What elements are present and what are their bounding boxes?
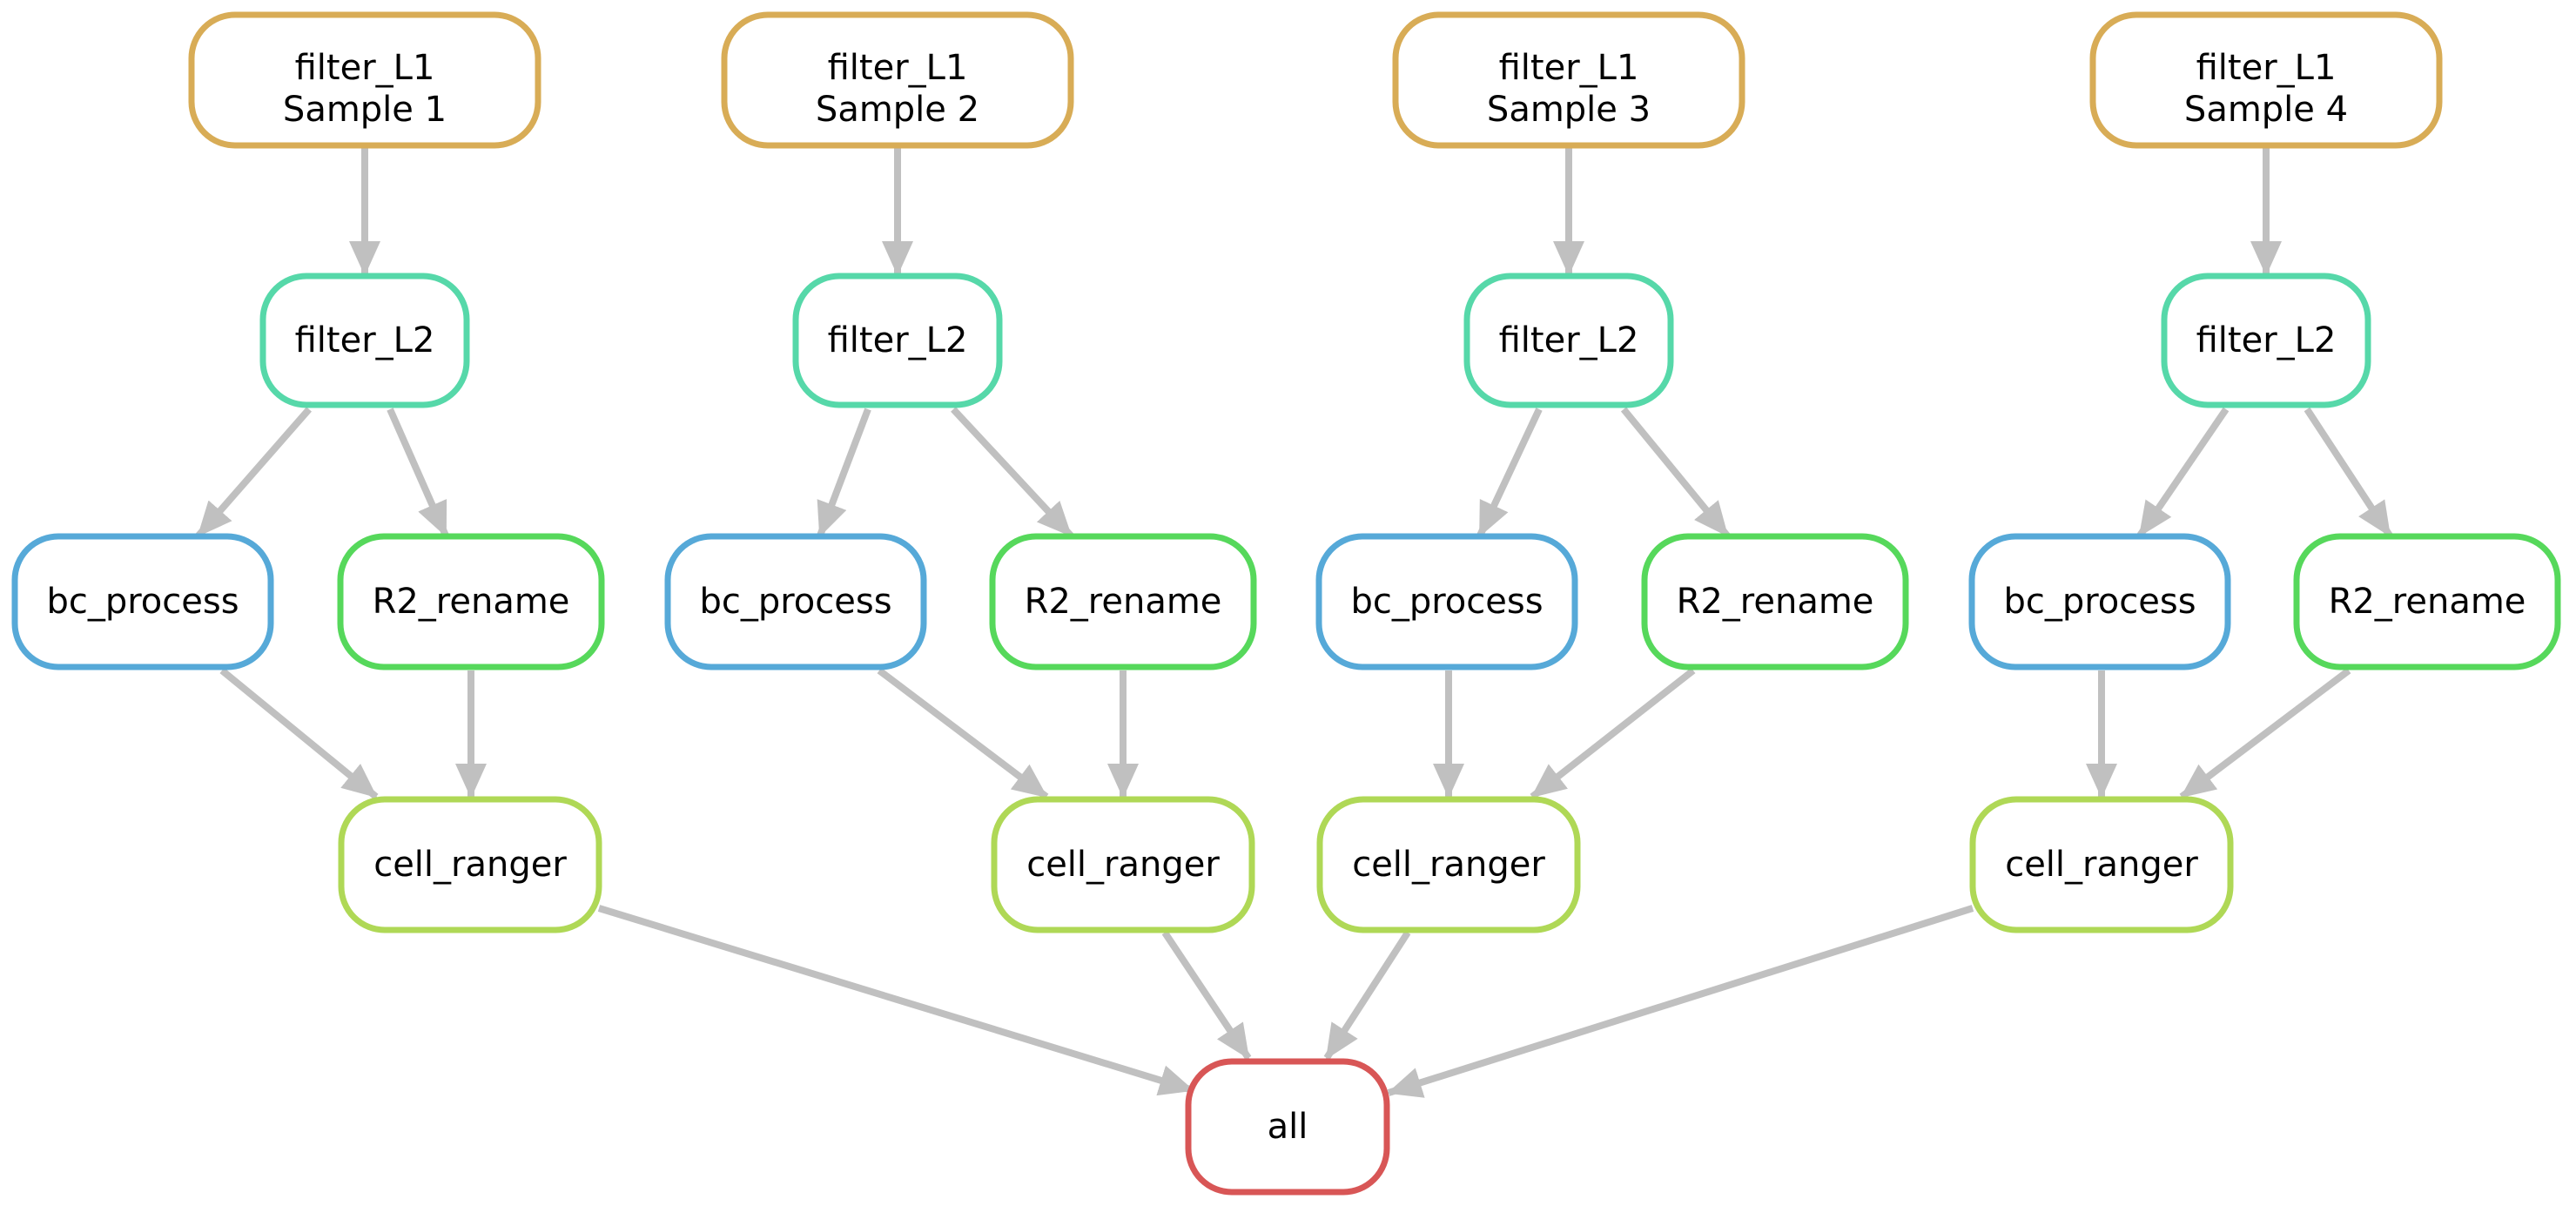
edge-s4-l2-to-r2 bbox=[2304, 407, 2393, 538]
sample-label: Sample 4 bbox=[2184, 90, 2348, 130]
edge-s2-l2-to-r2 bbox=[951, 407, 1073, 538]
filter-l1-node-sample-3[interactable]: filter_L1 Sample 3 bbox=[1392, 11, 1745, 149]
sample-1-group: filter_L1 Sample 1 filter_L2 bc_process … bbox=[11, 11, 605, 933]
filter-l1-box bbox=[721, 11, 1074, 149]
filter-l1-box bbox=[2089, 11, 2443, 149]
cell-ranger-node-sample-1[interactable]: cell_ranger bbox=[338, 796, 602, 933]
filter-l1-node-sample-2[interactable]: filter_L1 Sample 2 bbox=[721, 11, 1074, 149]
edge-s4-r2-to-cr bbox=[2179, 667, 2351, 800]
r2-rename-node-sample-3[interactable]: R2_rename bbox=[1641, 533, 1909, 670]
bc-process-node-sample-4[interactable]: bc_process bbox=[1968, 533, 2231, 670]
bc-process-node-sample-2[interactable]: bc_process bbox=[664, 533, 927, 670]
edge-s1-l2-to-r2 bbox=[387, 408, 449, 537]
filter-l1-node-sample-1[interactable]: filter_L1 Sample 1 bbox=[188, 11, 541, 149]
r2-rename-label: R2_rename bbox=[1025, 582, 1222, 622]
cell-ranger-box bbox=[991, 796, 1255, 933]
bc-process-label: bc_process bbox=[2003, 582, 2196, 622]
cell-ranger-node-sample-4[interactable]: cell_ranger bbox=[1969, 796, 2234, 933]
all-node[interactable]: all bbox=[1185, 1058, 1390, 1196]
filter-l2-label: filter_L2 bbox=[295, 320, 435, 360]
sample-label: Sample 3 bbox=[1487, 90, 1651, 130]
cell-ranger-node-sample-2[interactable]: cell_ranger bbox=[991, 796, 1255, 933]
bc-process-label: bc_process bbox=[1350, 582, 1543, 622]
edge-s3-l2-to-bc bbox=[1476, 408, 1543, 537]
filter-l2-node-sample-1[interactable]: filter_L2 bbox=[259, 273, 470, 408]
r2-rename-label: R2_rename bbox=[373, 582, 570, 622]
filter-l2-box bbox=[792, 273, 1003, 408]
all-box bbox=[1185, 1058, 1390, 1196]
edge-s4-cr-to-all bbox=[1387, 905, 1974, 1098]
filter-l1-label: filter_L1 bbox=[2196, 48, 2337, 88]
r2-rename-node-sample-4[interactable]: R2_rename bbox=[2293, 533, 2561, 670]
sample-4-group: filter_L1 Sample 4 filter_L2 bc_process … bbox=[1968, 11, 2561, 933]
cell-ranger-label: cell_ranger bbox=[373, 845, 567, 885]
r2-rename-box bbox=[2293, 533, 2561, 670]
sample-label: Sample 2 bbox=[816, 90, 979, 130]
r2-rename-node-sample-2[interactable]: R2_rename bbox=[989, 533, 1257, 670]
cell-ranger-box bbox=[338, 796, 602, 933]
all-label: all bbox=[1268, 1107, 1308, 1147]
r2-rename-label: R2_rename bbox=[1677, 582, 1874, 622]
edge-s2-l2-to-bc bbox=[817, 408, 871, 537]
r2-rename-box bbox=[989, 533, 1257, 670]
filter-l2-label: filter_L2 bbox=[1499, 320, 1639, 360]
edge-s3-r2-to-cr bbox=[1530, 667, 1696, 800]
edge-s1-l2-to-bc bbox=[195, 407, 313, 538]
filter-l1-label: filter_L1 bbox=[1499, 48, 1639, 88]
cell-ranger-label: cell_ranger bbox=[1352, 845, 1545, 885]
edge-s2-bc-to-cr bbox=[877, 667, 1049, 800]
bc-process-box bbox=[664, 533, 927, 670]
filter-l1-label: filter_L1 bbox=[295, 48, 435, 88]
bc-process-node-sample-1[interactable]: bc_process bbox=[11, 533, 274, 670]
cell-ranger-box bbox=[1316, 796, 1581, 933]
r2-rename-label: R2_rename bbox=[2329, 582, 2526, 622]
edge-s3-cr-to-all bbox=[1323, 930, 1411, 1061]
filter-l2-box bbox=[259, 273, 470, 408]
cell-ranger-label: cell_ranger bbox=[2005, 845, 2198, 885]
bc-process-label: bc_process bbox=[46, 582, 239, 622]
r2-rename-box bbox=[337, 533, 605, 670]
edges bbox=[195, 148, 2393, 1098]
edge-s4-l2-to-bc bbox=[2136, 407, 2230, 538]
sample-3-group: filter_L1 Sample 3 filter_L2 bc_process … bbox=[1315, 11, 1909, 933]
filter-l2-label: filter_L2 bbox=[2196, 320, 2337, 360]
edge-s1-cr-to-all bbox=[597, 905, 1194, 1096]
bc-process-box bbox=[11, 533, 274, 670]
sample-2-group: filter_L1 Sample 2 filter_L2 bc_process … bbox=[664, 11, 1257, 933]
filter-l2-node-sample-4[interactable]: filter_L2 bbox=[2161, 273, 2371, 408]
filter-l1-node-sample-4[interactable]: filter_L1 Sample 4 bbox=[2089, 11, 2443, 149]
sample-label: Sample 1 bbox=[283, 90, 447, 130]
filter-l1-box bbox=[1392, 11, 1745, 149]
bc-process-label: bc_process bbox=[699, 582, 891, 622]
edge-s2-cr-to-all bbox=[1161, 930, 1252, 1061]
bc-process-box bbox=[1315, 533, 1578, 670]
cell-ranger-box bbox=[1969, 796, 2234, 933]
r2-rename-node-sample-1[interactable]: R2_rename bbox=[337, 533, 605, 670]
filter-l2-box bbox=[1463, 273, 1674, 408]
cell-ranger-label: cell_ranger bbox=[1026, 845, 1220, 885]
r2-rename-box bbox=[1641, 533, 1909, 670]
cell-ranger-node-sample-3[interactable]: cell_ranger bbox=[1316, 796, 1581, 933]
filter-l2-node-sample-3[interactable]: filter_L2 bbox=[1463, 273, 1674, 408]
bc-process-node-sample-3[interactable]: bc_process bbox=[1315, 533, 1578, 670]
filter-l2-label: filter_L2 bbox=[828, 320, 968, 360]
edge-s3-l2-to-r2 bbox=[1620, 407, 1731, 538]
filter-l2-node-sample-2[interactable]: filter_L2 bbox=[792, 273, 1003, 408]
filter-l1-label: filter_L1 bbox=[828, 48, 968, 88]
bc-process-box bbox=[1968, 533, 2231, 670]
filter-l1-box bbox=[188, 11, 541, 149]
edge-s1-bc-to-cr bbox=[219, 667, 379, 800]
filter-l2-box bbox=[2161, 273, 2371, 408]
